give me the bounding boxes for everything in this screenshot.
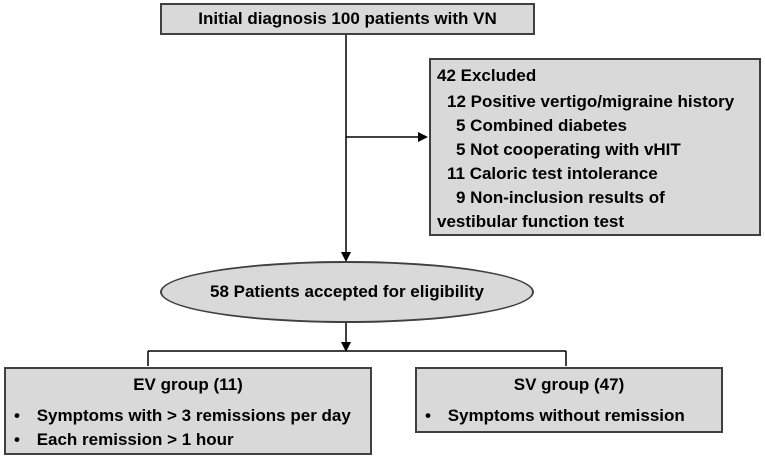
initial-diagnosis-text: Initial diagnosis 100 patients with VN	[198, 9, 497, 28]
excluded-item: vestibular function test	[437, 212, 625, 231]
sv-group-box: SV group (47) • Symptoms without remissi…	[415, 367, 723, 433]
ev-group-title: EV group (11)	[133, 375, 243, 394]
sv-group-title: SV group (47)	[513, 375, 625, 394]
bullet-icon: •	[14, 406, 20, 425]
initial-diagnosis-box: Initial diagnosis 100 patients with VN	[160, 3, 535, 35]
excluded-box: 42 Excluded 12 Positive vertigo/migraine…	[429, 58, 761, 236]
excluded-item: 9 Non-inclusion results of	[456, 188, 665, 207]
excluded-title: 42 Excluded	[437, 66, 537, 85]
bullet-icon: •	[425, 406, 431, 425]
excluded-item: 12 Positive vertigo/migraine history	[447, 92, 735, 111]
sv-bullet-item: • Symptoms without remission	[425, 406, 685, 426]
excluded-item: 11 Caloric test intolerance	[447, 164, 658, 183]
ev-bullet-text: Each remission > 1 hour	[36, 430, 234, 449]
excluded-item: 5 Combined diabetes	[456, 116, 627, 135]
excluded-item: 5 Not cooperating with vHIT	[456, 140, 681, 159]
bullet-icon: •	[14, 430, 20, 449]
ev-bullet-item: • Symptoms with > 3 remissions per day	[14, 406, 351, 426]
ev-bullet-item: • Each remission > 1 hour	[14, 430, 234, 450]
ev-group-box: EV group (11) • Symptoms with > 3 remiss…	[4, 367, 372, 455]
eligibility-text: 58 Patients accepted for eligibility	[210, 282, 484, 301]
ev-bullet-text: Symptoms with > 3 remissions per day	[36, 406, 351, 425]
sv-bullet-text: Symptoms without remission	[447, 406, 685, 425]
eligibility-ellipse: 58 Patients accepted for eligibility	[160, 261, 534, 323]
